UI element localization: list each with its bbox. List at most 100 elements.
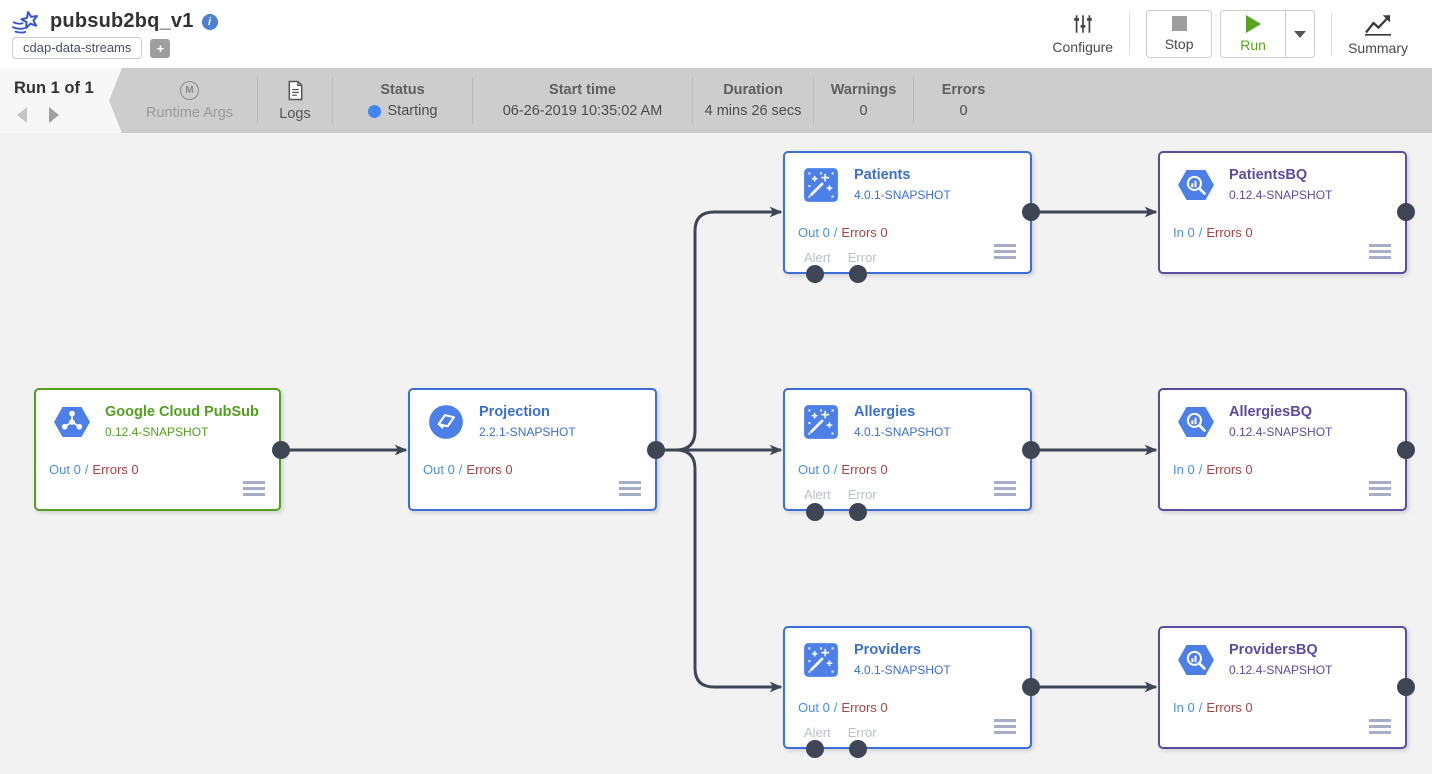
port-allergies-alert[interactable]	[806, 503, 824, 521]
logs-label: Logs	[279, 105, 311, 122]
duration-section: Duration 4 mins 26 secs	[693, 68, 813, 133]
connection-projection-providers[interactable]	[656, 448, 783, 693]
port-providers-alert[interactable]	[806, 740, 824, 758]
logs-button[interactable]: Logs	[258, 68, 332, 133]
errors-metric[interactable]: Errors 0	[466, 462, 513, 477]
port-allergiesbq-out[interactable]	[1397, 441, 1415, 459]
node-menu-icon[interactable]	[994, 241, 1016, 259]
run-label: Run	[1240, 37, 1266, 53]
port-patients-alert[interactable]	[806, 265, 824, 283]
node-port-labels: Alert Error	[804, 487, 877, 502]
node-google-cloud-pubsub[interactable]: Google Cloud PubSub 0.12.4-SNAPSHOT Out …	[34, 388, 281, 511]
node-patients[interactable]: Patients 4.0.1-SNAPSHOT Out 0/Errors 0 A…	[783, 151, 1032, 274]
node-menu-icon[interactable]	[994, 478, 1016, 496]
errors-metric[interactable]: Errors 0	[1206, 225, 1253, 240]
node-version: 4.0.1-SNAPSHOT	[854, 188, 951, 202]
error-port-label: Error	[847, 250, 877, 265]
info-icon[interactable]: i	[201, 13, 218, 30]
port-providers-out[interactable]	[1022, 678, 1040, 696]
status-value: Starting	[387, 103, 438, 119]
brand-row: pubsub2bq_v1 i	[12, 8, 218, 35]
node-title: ProvidersBQ	[1229, 642, 1318, 658]
runtime-args-button[interactable]: M Runtime Args	[122, 68, 257, 133]
connection-projection-patients[interactable]	[656, 206, 783, 452]
port-allergies-error[interactable]	[849, 503, 867, 521]
stop-label: Stop	[1164, 36, 1194, 52]
connection-lines	[281, 206, 1158, 693]
node-providersbq[interactable]: ProvidersBQ 0.12.4-SNAPSHOT In 0/Errors …	[1158, 626, 1407, 749]
node-menu-icon[interactable]	[243, 478, 265, 496]
node-port-labels: Alert Error	[804, 725, 877, 740]
out-metric[interactable]: Out 0	[798, 700, 830, 715]
page-title: pubsub2bq_v1	[50, 10, 194, 32]
configure-label: Configure	[1052, 39, 1114, 55]
projection-circle-icon	[427, 403, 465, 441]
node-menu-icon[interactable]	[1369, 241, 1391, 259]
node-patientsbq[interactable]: PatientsBQ 0.12.4-SNAPSHOT In 0/Errors 0	[1158, 151, 1407, 274]
status-label: Status	[380, 82, 425, 98]
duration-label: Duration	[723, 82, 783, 98]
out-metric[interactable]: Out 0	[798, 225, 830, 240]
stop-icon	[1171, 16, 1187, 31]
run-options-button[interactable]	[1285, 11, 1314, 57]
port-patients-out[interactable]	[1022, 203, 1040, 221]
node-menu-icon[interactable]	[619, 478, 641, 496]
node-projection[interactable]: Projection 2.2.1-SNAPSHOT Out 0/Errors 0	[408, 388, 657, 511]
stop-button[interactable]: Stop	[1146, 10, 1213, 58]
node-providers[interactable]: Providers 4.0.1-SNAPSHOT Out 0/Errors 0 …	[783, 626, 1032, 749]
errors-metric[interactable]: Errors 0	[1206, 700, 1253, 715]
node-title: Projection	[479, 404, 550, 420]
node-version: 4.0.1-SNAPSHOT	[854, 663, 951, 677]
error-port-label: Error	[847, 487, 877, 502]
out-metric[interactable]: Out 0	[798, 462, 830, 477]
node-metrics: In 0/Errors 0	[1173, 700, 1253, 715]
runbar-divider	[913, 77, 914, 124]
errors-label: Errors	[941, 82, 986, 98]
errors-metric[interactable]: Errors 0	[1206, 462, 1253, 477]
node-metrics: Out 0/Errors 0	[798, 462, 888, 477]
alert-port-label: Alert	[804, 487, 831, 502]
runbar-divider	[257, 77, 258, 124]
alert-port-label: Alert	[804, 725, 831, 740]
summary-button[interactable]: Summary	[1348, 12, 1408, 56]
status-dot-icon	[367, 104, 381, 118]
previous-run-button[interactable]	[17, 107, 27, 123]
in-metric[interactable]: In 0	[1173, 700, 1195, 715]
node-menu-icon[interactable]	[1369, 716, 1391, 734]
errors-metric[interactable]: Errors 0	[841, 700, 888, 715]
pipeline-canvas[interactable]: Google Cloud PubSub 0.12.4-SNAPSHOT Out …	[0, 133, 1432, 774]
errors-metric[interactable]: Errors 0	[841, 462, 888, 477]
node-menu-icon[interactable]	[1369, 478, 1391, 496]
node-title: Allergies	[854, 404, 916, 420]
run-button[interactable]: Run	[1221, 11, 1285, 57]
port-providers-error[interactable]	[849, 740, 867, 758]
add-tag-button[interactable]: +	[150, 38, 171, 58]
port-projection-out[interactable]	[647, 441, 665, 459]
port-pubsub-out[interactable]	[272, 441, 290, 459]
configure-button[interactable]: Configure	[1052, 13, 1113, 55]
alert-port-label: Alert	[804, 250, 831, 265]
node-version: 0.12.4-SNAPSHOT	[1229, 188, 1333, 202]
errors-metric[interactable]: Errors 0	[841, 225, 888, 240]
in-metric[interactable]: In 0	[1173, 225, 1195, 240]
errors-metric[interactable]: Errors 0	[92, 462, 139, 477]
start-time-label: Start time	[549, 82, 616, 98]
port-patients-error[interactable]	[849, 265, 867, 283]
wrangler-icon	[802, 403, 840, 441]
port-patientsbq-out[interactable]	[1397, 203, 1415, 221]
in-metric[interactable]: In 0	[1173, 462, 1195, 477]
chevron-down-icon	[1294, 30, 1307, 38]
port-allergies-out[interactable]	[1022, 441, 1040, 459]
node-allergies[interactable]: Allergies 4.0.1-SNAPSHOT Out 0/Errors 0 …	[783, 388, 1032, 511]
bigquery-hexagon-icon	[1177, 403, 1215, 441]
node-title: Patients	[854, 167, 911, 183]
node-allergiesbq[interactable]: AllergiesBQ 0.12.4-SNAPSHOT In 0/Errors …	[1158, 388, 1407, 511]
node-version: 0.12.4-SNAPSHOT	[105, 425, 209, 439]
out-metric[interactable]: Out 0	[423, 462, 455, 477]
out-metric[interactable]: Out 0	[49, 462, 81, 477]
node-title: Providers	[854, 642, 921, 658]
namespace-tag[interactable]: cdap-data-streams	[12, 37, 143, 59]
port-providersbq-out[interactable]	[1397, 678, 1415, 696]
node-menu-icon[interactable]	[994, 716, 1016, 734]
next-run-button[interactable]	[49, 107, 59, 123]
